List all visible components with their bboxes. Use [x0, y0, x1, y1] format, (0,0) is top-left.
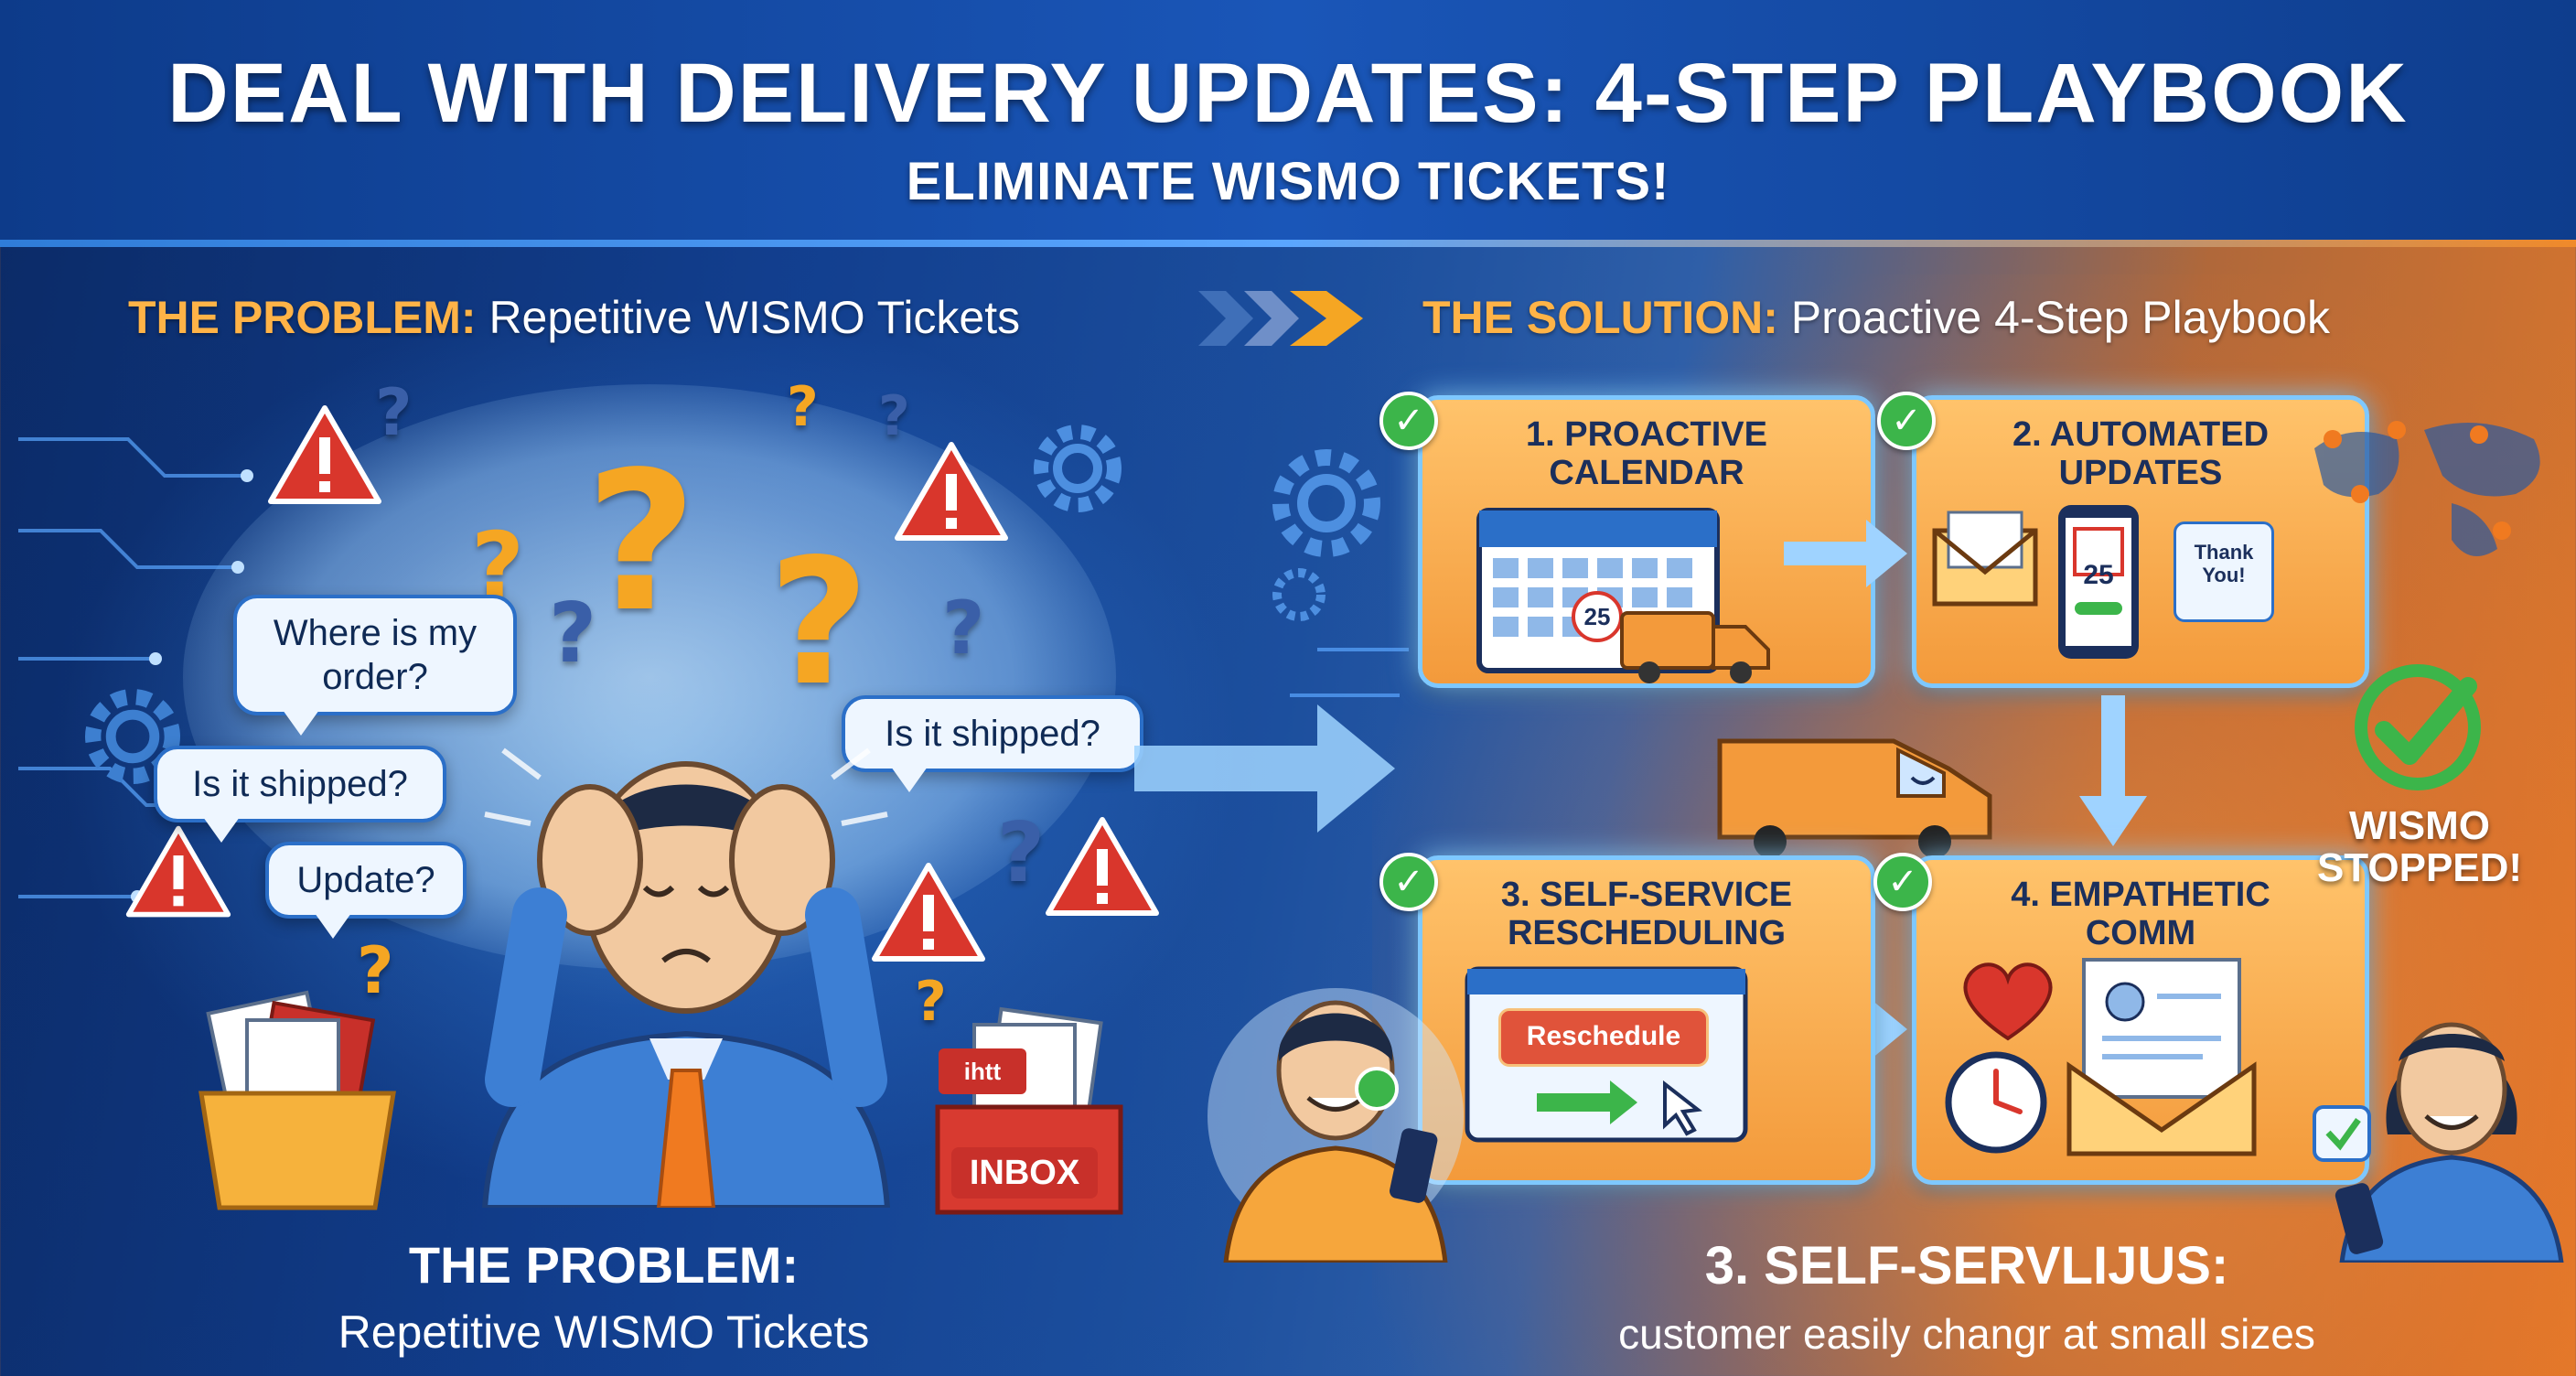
problem-heading-highlight: THE PROBLEM:	[128, 292, 477, 343]
solution-caption: 3. SELF-SERVLIJUS: customer easily chang…	[1427, 1235, 2506, 1359]
stressed-agent-illustration	[481, 747, 891, 1208]
gear-icon	[1034, 425, 1122, 512]
warning-icon	[1046, 817, 1159, 916]
check-icon: ✓	[1379, 392, 1438, 450]
step-title: 4. EMPATHETIC COMM	[2011, 876, 2270, 952]
step-title: 1. PROACTIVE CALENDAR	[1526, 415, 1767, 492]
speech-bubble: Is it shipped?	[842, 695, 1143, 792]
solution-heading-highlight: THE SOLUTION:	[1422, 292, 1778, 343]
inbox-tab-label: ihtt	[939, 1048, 1026, 1094]
clock-icon	[1945, 1051, 2047, 1154]
question-mark-icon: ?	[768, 521, 870, 724]
phone-day-label: 25	[2083, 560, 2114, 590]
problem-caption: THE PROBLEM: Repetitive WISMO Tickets	[229, 1235, 979, 1359]
solution-heading-text: Proactive 4-Step Playbook	[1777, 292, 2330, 343]
happy-customer-man-illustration	[1208, 988, 1464, 1263]
problem-heading-text: Repetitive WISMO Tickets	[476, 292, 1021, 343]
solution-caption-subtitle: customer easily changr at small sizes	[1618, 1310, 2315, 1358]
question-mark-icon: ?	[375, 375, 413, 450]
flow-arrow-down-icon	[2079, 695, 2147, 846]
warning-icon	[268, 405, 381, 504]
overflowing-folder-icon	[199, 990, 396, 1210]
happy-customer-woman-illustration	[2313, 1022, 2564, 1263]
gear-cluster-icon	[1272, 449, 1409, 697]
check-icon: ✓	[1379, 853, 1438, 911]
step-title: 3. SELF-SERVICE RESCHEDULING	[1500, 876, 1793, 952]
calendar-day-badge: 25	[1572, 591, 1623, 642]
envelope-icon	[1932, 511, 2038, 607]
warning-icon	[125, 825, 231, 918]
transition-arrow-icon	[1134, 704, 1395, 833]
question-mark-icon: ?	[915, 970, 947, 1034]
inbox-label: INBOX	[951, 1147, 1098, 1199]
speech-bubble: Where is my order?	[233, 595, 517, 736]
thank-you-card: Thank You!	[2174, 521, 2274, 622]
smiling-delivery-van-icon	[1717, 738, 1992, 858]
problem-caption-title: THE PROBLEM:	[408, 1236, 800, 1294]
speech-bubble: Update?	[265, 842, 467, 939]
solution-caption-title: 3. SELF-SERVLIJUS:	[1704, 1236, 2229, 1295]
success-check-icon	[2355, 664, 2481, 790]
wismo-stopped-label: WISMO STOPPED!	[2316, 803, 2523, 891]
question-mark-icon: ?	[549, 586, 597, 682]
check-icon: ✓	[1873, 853, 1932, 911]
page-title: DEAL WITH DELIVERY UPDATES: 4-STEP PLAYB…	[167, 47, 2409, 140]
question-mark-icon: ?	[878, 384, 910, 448]
flow-arrow-right-icon	[1784, 520, 1907, 587]
letter-envelope-icon	[2066, 958, 2257, 1156]
page-subtitle: ELIMINATE WISMO TICKETS!	[906, 152, 1670, 211]
question-mark-icon: ?	[787, 375, 819, 439]
speech-bubble: Is it shipped?	[154, 746, 446, 843]
question-mark-icon: ?	[357, 933, 394, 1008]
problem-heading: THE PROBLEM: Repetitive WISMO Tickets	[128, 291, 1020, 344]
delivery-van-icon	[1620, 611, 1770, 683]
reschedule-button[interactable]: Reschedule	[1498, 1008, 1709, 1067]
world-map-icon	[2314, 421, 2540, 556]
warning-icon	[872, 863, 985, 962]
problem-caption-subtitle: Repetitive WISMO Tickets	[338, 1306, 870, 1358]
phone-calendar-icon	[2058, 505, 2139, 659]
header-banner	[0, 0, 2576, 240]
heart-icon	[1963, 962, 2053, 1041]
question-mark-icon: ?	[997, 805, 1046, 901]
step-title: 2. AUTOMATED UPDATES	[2012, 415, 2270, 492]
check-icon: ✓	[1877, 392, 1936, 450]
warning-icon	[895, 442, 1008, 541]
gear-icon	[85, 689, 180, 784]
question-mark-icon: ?	[942, 586, 985, 671]
solution-heading: THE SOLUTION: Proactive 4-Step Playbook	[1422, 291, 2330, 344]
header-divider	[0, 240, 2576, 247]
chevron-arrows-icon	[1198, 291, 1363, 346]
question-mark-icon: ?	[585, 430, 697, 654]
